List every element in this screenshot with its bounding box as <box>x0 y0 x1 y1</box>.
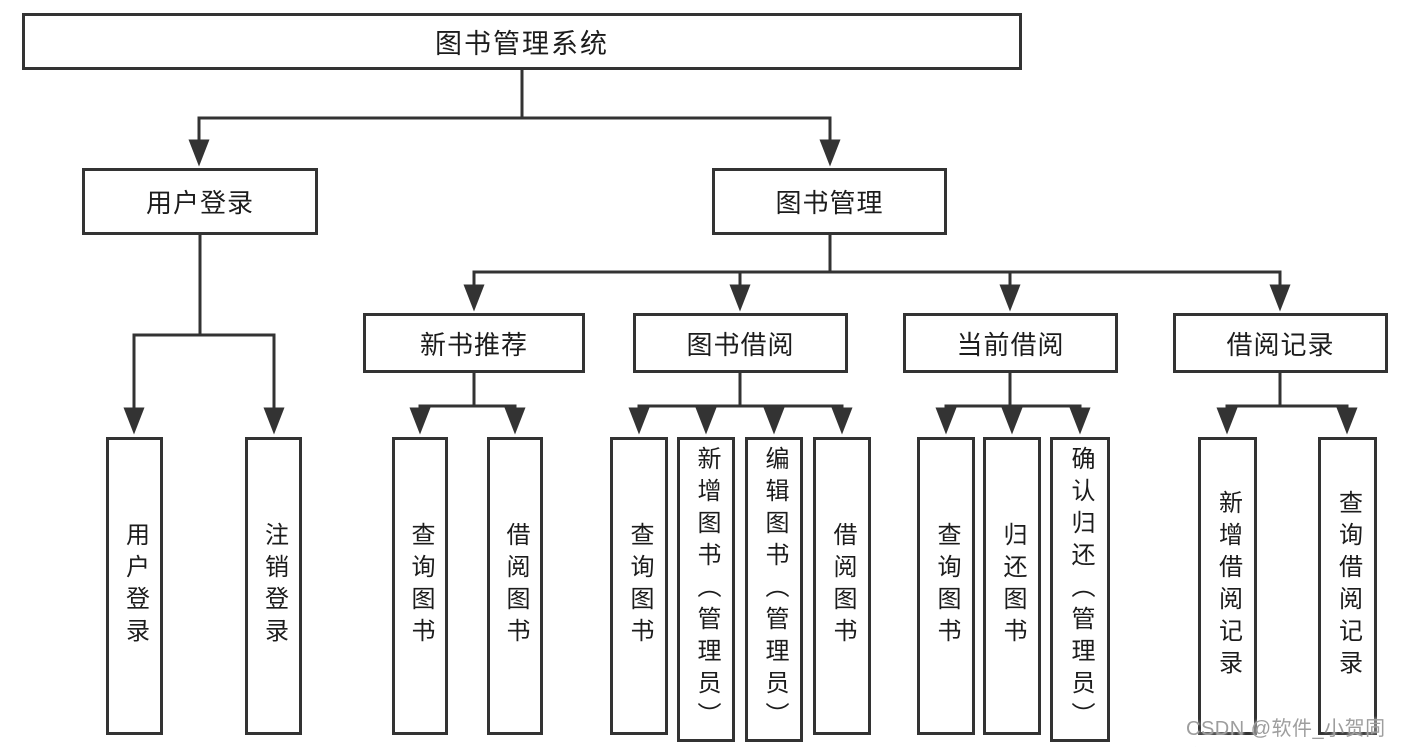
leaf-edit-book-admin: 编辑图书（管理员） <box>745 437 803 742</box>
node-user-login: 用户登录 <box>82 168 318 235</box>
node-current-borrow: 当前借阅 <box>903 313 1118 373</box>
node-root: 图书管理系统 <box>22 13 1022 70</box>
leaf-query-borrow-record: 查询借阅记录 <box>1318 437 1377 735</box>
node-book-management: 图书管理 <box>712 168 947 235</box>
leaf-user-login: 用户登录 <box>106 437 163 735</box>
leaf-borrow-books-1: 借阅图书 <box>487 437 543 735</box>
node-new-book-recommend: 新书推荐 <box>363 313 585 373</box>
leaf-add-borrow-record: 新增借阅记录 <box>1198 437 1257 735</box>
csdn-watermark: CSDN @软件_小贺同学 <box>1186 718 1386 740</box>
leaf-query-books-2: 查询图书 <box>610 437 668 735</box>
leaf-query-books-1: 查询图书 <box>392 437 448 735</box>
leaf-borrow-books-2: 借阅图书 <box>813 437 871 735</box>
leaf-logout: 注销登录 <box>245 437 302 735</box>
node-book-borrow: 图书借阅 <box>633 313 848 373</box>
leaf-add-book-admin: 新增图书（管理员） <box>677 437 735 742</box>
leaf-return-book: 归还图书 <box>983 437 1041 735</box>
leaf-confirm-return-admin: 确认归还（管理员） <box>1050 437 1110 742</box>
leaf-query-books-3: 查询图书 <box>917 437 975 735</box>
node-borrow-records: 借阅记录 <box>1173 313 1388 373</box>
